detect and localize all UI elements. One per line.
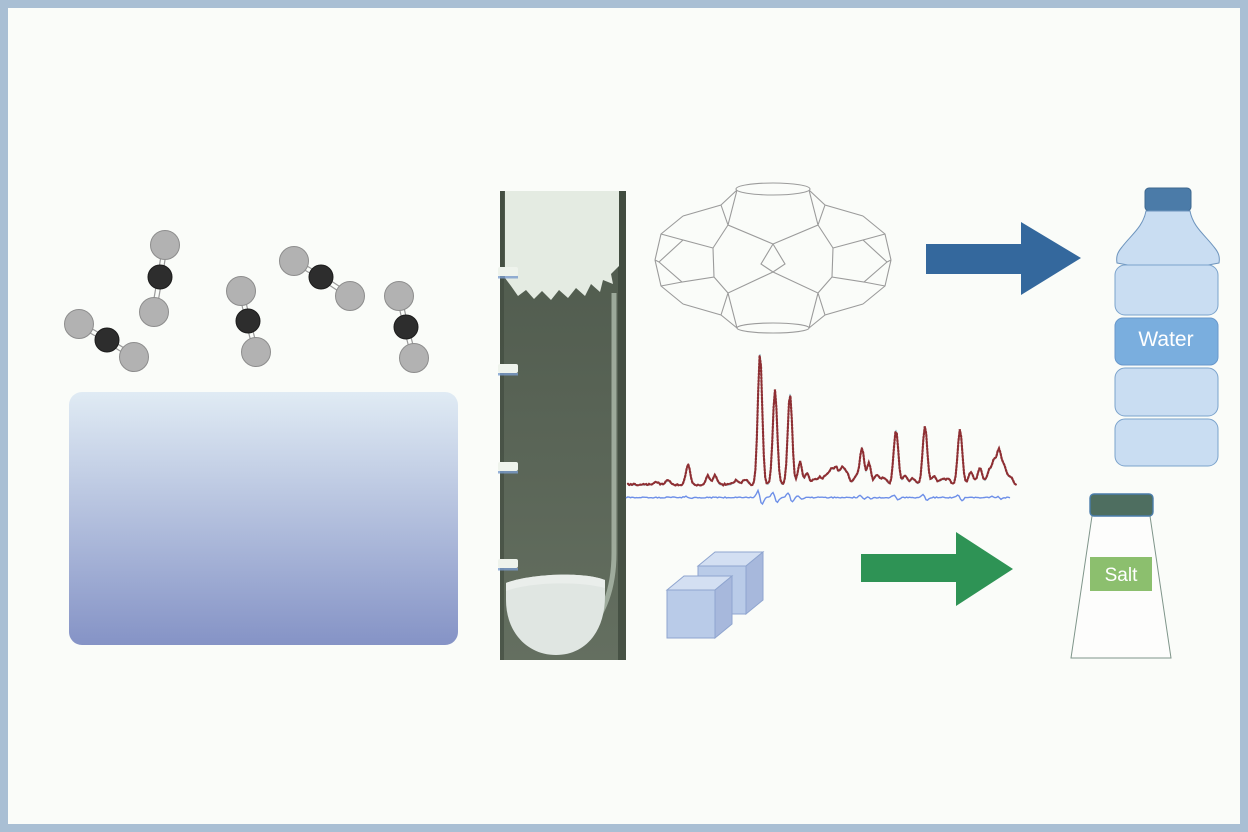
hydrate-crystal-plug bbox=[505, 191, 619, 300]
carbon-atom bbox=[235, 308, 261, 334]
cage-bottom-opening bbox=[736, 322, 810, 334]
salt-label-text: Salt bbox=[1105, 565, 1138, 586]
cube-front bbox=[665, 574, 734, 640]
water-bottle-segment bbox=[1114, 367, 1219, 417]
oxygen-atom bbox=[139, 297, 169, 327]
oxygen-atom bbox=[384, 281, 414, 311]
salt-bottle: Salt bbox=[1070, 493, 1172, 659]
scene-canvas: Water Salt bbox=[64, 182, 1220, 660]
graduation-tick-shadow bbox=[498, 276, 518, 279]
sediment-layer bbox=[506, 574, 605, 655]
water-bottle-segment bbox=[1114, 264, 1219, 316]
co2-molecule bbox=[226, 276, 271, 367]
co2-molecule bbox=[64, 309, 149, 372]
water-bottle-segment bbox=[1114, 418, 1219, 467]
oxygen-atom bbox=[279, 246, 309, 276]
oxygen-atom bbox=[399, 343, 429, 373]
cage-top-opening bbox=[735, 182, 811, 196]
co2-molecule bbox=[279, 246, 365, 311]
photo-right-edge bbox=[618, 191, 626, 660]
graduation-tick bbox=[498, 462, 518, 471]
xrd-difference-curve bbox=[625, 488, 1011, 506]
hydrate-crystal-cubes bbox=[665, 550, 765, 640]
graduation-tick-shadow bbox=[498, 568, 518, 571]
graduation-tick bbox=[498, 559, 518, 568]
graduation-tick bbox=[498, 364, 518, 373]
water-label-text: Water bbox=[1138, 328, 1193, 351]
oxygen-atom bbox=[241, 337, 271, 367]
xrd-calculated-curve bbox=[628, 353, 1017, 486]
co2-molecules bbox=[64, 230, 429, 373]
photo-left-edge bbox=[500, 191, 504, 660]
carbon-atom bbox=[308, 264, 334, 290]
xrd-pattern bbox=[625, 353, 1017, 506]
carbon-atom bbox=[147, 264, 173, 290]
oxygen-atom bbox=[150, 230, 180, 260]
graduation-tick-shadow bbox=[498, 373, 518, 376]
ocean-water-block bbox=[69, 392, 458, 645]
clathrate-cage-structure bbox=[654, 182, 892, 334]
co2-molecule bbox=[139, 230, 180, 327]
graduation-tick bbox=[498, 267, 518, 276]
arrow-to-water bbox=[926, 222, 1081, 295]
salt-bottle-cap bbox=[1089, 493, 1154, 517]
salt-bottle-label bbox=[1090, 557, 1152, 591]
graduation-ticks bbox=[498, 267, 518, 571]
carbon-atom bbox=[393, 314, 419, 340]
xrd-observed-curve bbox=[626, 355, 1017, 487]
water-bottle: Water bbox=[1114, 187, 1220, 467]
sediment-top-face bbox=[506, 574, 605, 591]
water-bottle-cap bbox=[1144, 187, 1192, 212]
cage-edges bbox=[654, 189, 892, 329]
test-tube-photo bbox=[498, 191, 626, 660]
carbon-atom bbox=[94, 327, 120, 353]
oxygen-atom bbox=[64, 309, 94, 339]
oxygen-atom bbox=[119, 342, 149, 372]
water-bottle-neck bbox=[1116, 210, 1220, 269]
graduation-tick-shadow bbox=[498, 471, 518, 474]
co2-molecule bbox=[384, 281, 429, 373]
oxygen-atom bbox=[335, 281, 365, 311]
arrow-to-salt bbox=[861, 532, 1013, 606]
oxygen-atom bbox=[226, 276, 256, 306]
water-bottle-label bbox=[1114, 317, 1219, 366]
